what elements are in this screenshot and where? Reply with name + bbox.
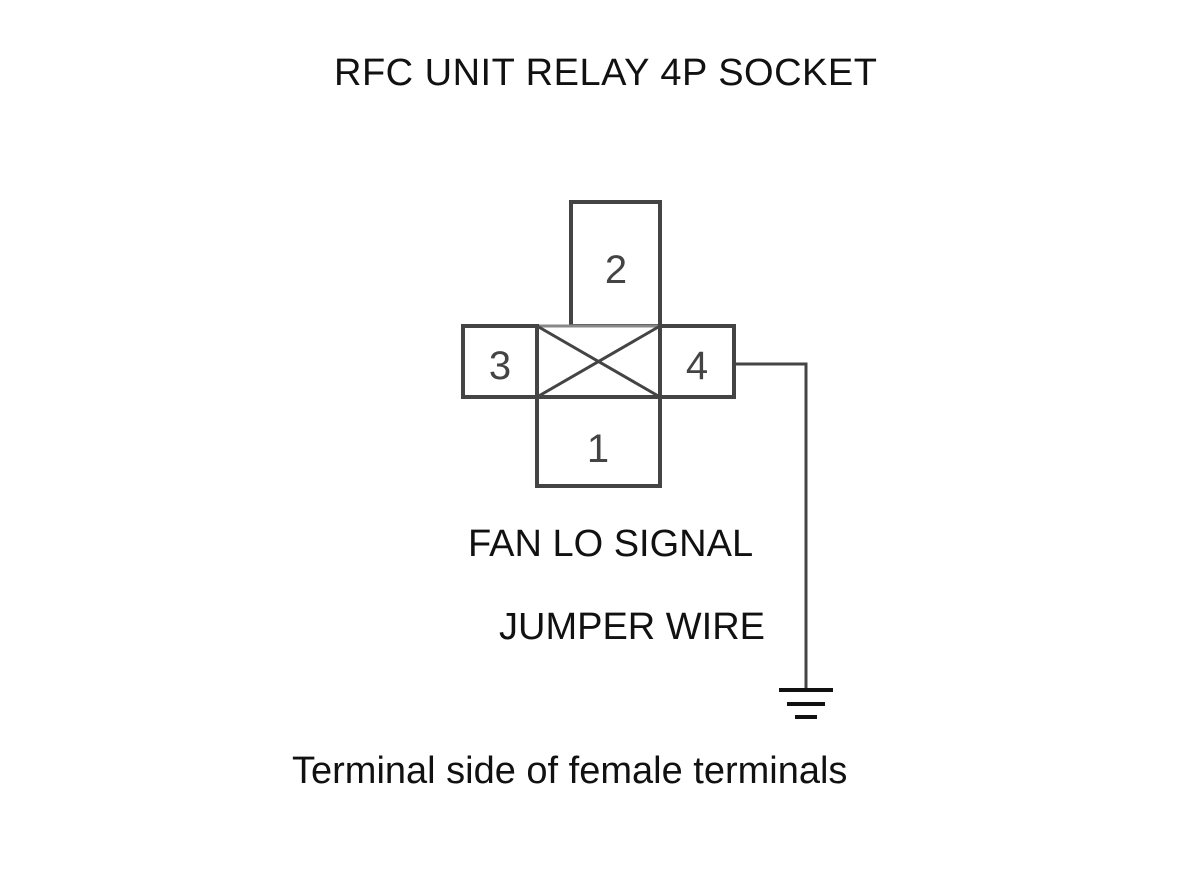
jumper-wire-label: JUMPER WIRE	[499, 606, 765, 648]
fan-lo-signal-label: FAN LO SIGNAL	[468, 523, 754, 565]
terminal-side-caption: Terminal side of female terminals	[292, 750, 848, 792]
terminal-3-cavity	[461, 324, 539, 399]
center-cross-line-b	[536, 324, 661, 399]
jumper-wire-line	[734, 362, 808, 690]
terminal-1-cavity	[535, 395, 662, 488]
pin-label-3: 3	[489, 344, 511, 388]
pin-label-1: 1	[587, 427, 609, 471]
diagram-title: RFC UNIT RELAY 4P SOCKET	[334, 52, 878, 94]
terminal-4-cavity	[658, 324, 736, 399]
pin-label-2: 2	[605, 248, 627, 292]
pin-label-4: 4	[686, 344, 708, 388]
ground-icon	[779, 688, 833, 719]
terminal-2-cavity	[569, 200, 662, 328]
